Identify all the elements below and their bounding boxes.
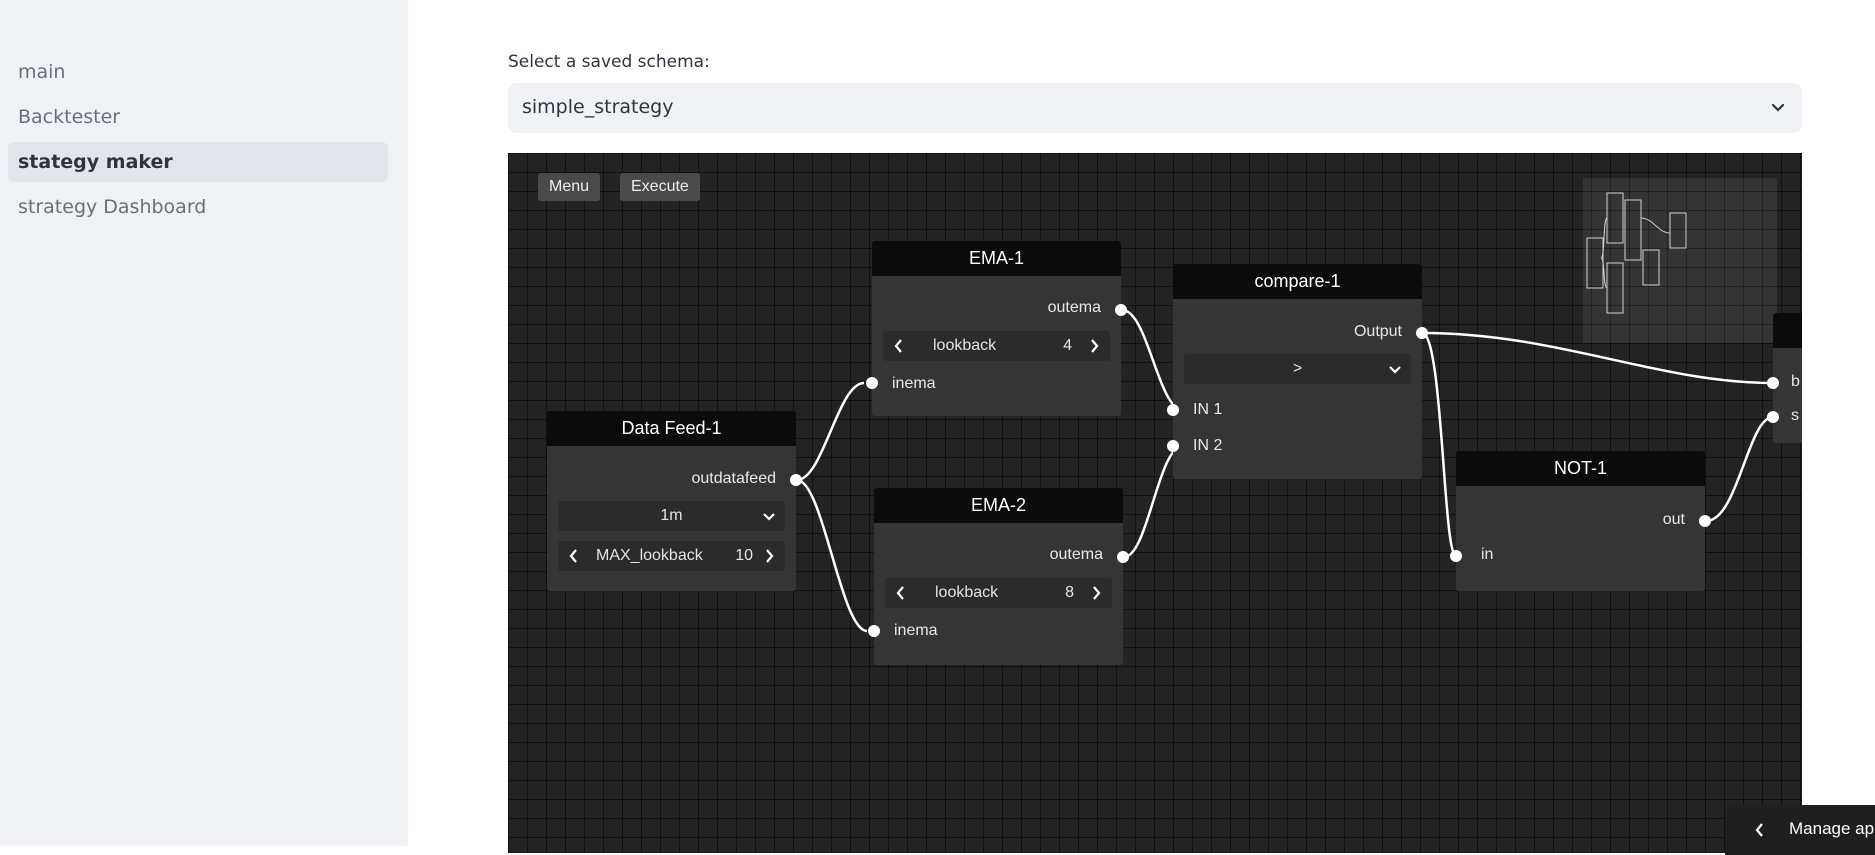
main-content: Select a saved schema: simple_strategy M… — [408, 0, 1875, 853]
chevron-left-icon — [1755, 823, 1763, 837]
chevron-down-icon — [1771, 103, 1785, 112]
link-compare-not — [1421, 331, 1458, 558]
port-inema[interactable] — [868, 625, 880, 637]
node-title: EMA-2 — [874, 488, 1123, 523]
link-compare-partial-b — [1421, 331, 1774, 385]
lookback-stepper[interactable]: lookback 4 — [883, 331, 1110, 361]
sidebar-item-main[interactable]: main — [18, 61, 66, 83]
manage-app-label: Manage app — [1789, 819, 1875, 838]
port-in1[interactable] — [1167, 404, 1179, 416]
node-ema-1[interactable]: EMA-1 outema lookback 4 inema — [866, 241, 1127, 416]
port-outema[interactable] — [1117, 551, 1129, 563]
port-label-inema: inema — [894, 622, 938, 639]
port-label-outema: outema — [1047, 299, 1101, 316]
param-value: 10 — [735, 547, 753, 564]
minimap[interactable] — [1583, 178, 1777, 343]
connection-links — [796, 308, 1774, 633]
port-inema[interactable] — [866, 377, 878, 389]
param-value: 4 — [1063, 337, 1072, 354]
chevron-left-icon[interactable] — [891, 336, 907, 356]
port-label-s: s — [1791, 407, 1799, 424]
port-outema[interactable] — [1115, 304, 1127, 316]
lookback-stepper[interactable]: lookback 8 — [885, 578, 1112, 608]
schema-select[interactable]: simple_strategy — [508, 83, 1802, 133]
port-label-outema: outema — [1049, 546, 1103, 563]
port-label-in: in — [1481, 546, 1494, 563]
node-title — [1773, 313, 1802, 348]
manage-app-button[interactable]: Manage app — [1725, 805, 1875, 855]
node-not-1[interactable]: NOT-1 out in — [1450, 451, 1711, 591]
port-label-in1: IN 1 — [1193, 401, 1223, 418]
operator-value: > — [1292, 360, 1303, 377]
port-in2[interactable] — [1167, 440, 1179, 452]
chevron-right-icon[interactable] — [1086, 336, 1102, 356]
link-datafeed-ema2 — [796, 478, 868, 633]
sidebar-item-strategy-dashboard[interactable]: strategy Dashboard — [18, 196, 207, 218]
port-in[interactable] — [1450, 550, 1462, 562]
node-title: Data Feed-1 — [547, 411, 796, 446]
node-title: compare-1 — [1173, 264, 1422, 299]
node-editor-canvas[interactable]: Menu Execute Data Feed-1 outdat — [508, 153, 1802, 853]
link-not-partial-s — [1705, 415, 1774, 523]
node-partial[interactable]: b s — [1767, 313, 1802, 443]
node-data-feed[interactable]: Data Feed-1 outdatafeed 1m MAX_lookback … — [547, 411, 802, 591]
port-outdatafeed[interactable] — [790, 474, 802, 486]
port-b[interactable] — [1767, 377, 1779, 389]
chevron-left-icon[interactable] — [893, 583, 909, 603]
link-datafeed-ema1 — [796, 381, 865, 482]
chevron-down-icon — [1389, 366, 1401, 374]
node-title: EMA-1 — [872, 241, 1121, 276]
interval-value: 1m — [660, 507, 683, 524]
node-ema-2[interactable]: EMA-2 outema lookback 8 inema — [868, 488, 1129, 665]
minimap-nodes — [1586, 192, 1687, 314]
schema-select-value: simple_strategy — [522, 96, 674, 118]
port-out[interactable] — [1699, 515, 1711, 527]
sidebar: main Backtester stategy maker strategy D… — [0, 0, 408, 846]
chevron-right-icon[interactable] — [1088, 583, 1104, 603]
sidebar-item-backtester[interactable]: Backtester — [18, 106, 121, 128]
param-name: MAX_lookback — [596, 547, 703, 564]
node-compare-1[interactable]: compare-1 Output > IN 1 IN 2 — [1167, 264, 1428, 479]
port-label-output: Output — [1353, 323, 1402, 340]
port-output[interactable] — [1416, 327, 1428, 339]
port-s[interactable] — [1767, 411, 1779, 423]
menu-button[interactable]: Menu — [538, 173, 601, 201]
param-value: 8 — [1065, 584, 1074, 601]
execute-button[interactable]: Execute — [620, 173, 700, 201]
interval-dropdown[interactable]: 1m — [558, 501, 785, 531]
port-label-in2: IN 2 — [1193, 437, 1223, 454]
max-lookback-stepper[interactable]: MAX_lookback 10 — [558, 541, 785, 571]
param-name: lookback — [933, 337, 997, 354]
sidebar-item-stategy-maker[interactable]: stategy maker — [8, 142, 388, 182]
port-label-inema: inema — [892, 375, 936, 392]
port-label-b: b — [1791, 373, 1800, 390]
port-label-outdatafeed: outdatafeed — [691, 470, 776, 487]
schema-select-label: Select a saved schema: — [508, 52, 710, 72]
port-label-out: out — [1662, 511, 1685, 528]
node-title: NOT-1 — [1456, 451, 1705, 486]
chevron-right-icon[interactable] — [761, 546, 777, 566]
operator-dropdown[interactable]: > — [1184, 354, 1411, 384]
param-name: lookback — [935, 584, 999, 601]
chevron-left-icon[interactable] — [566, 546, 582, 566]
chevron-down-icon — [763, 513, 775, 521]
